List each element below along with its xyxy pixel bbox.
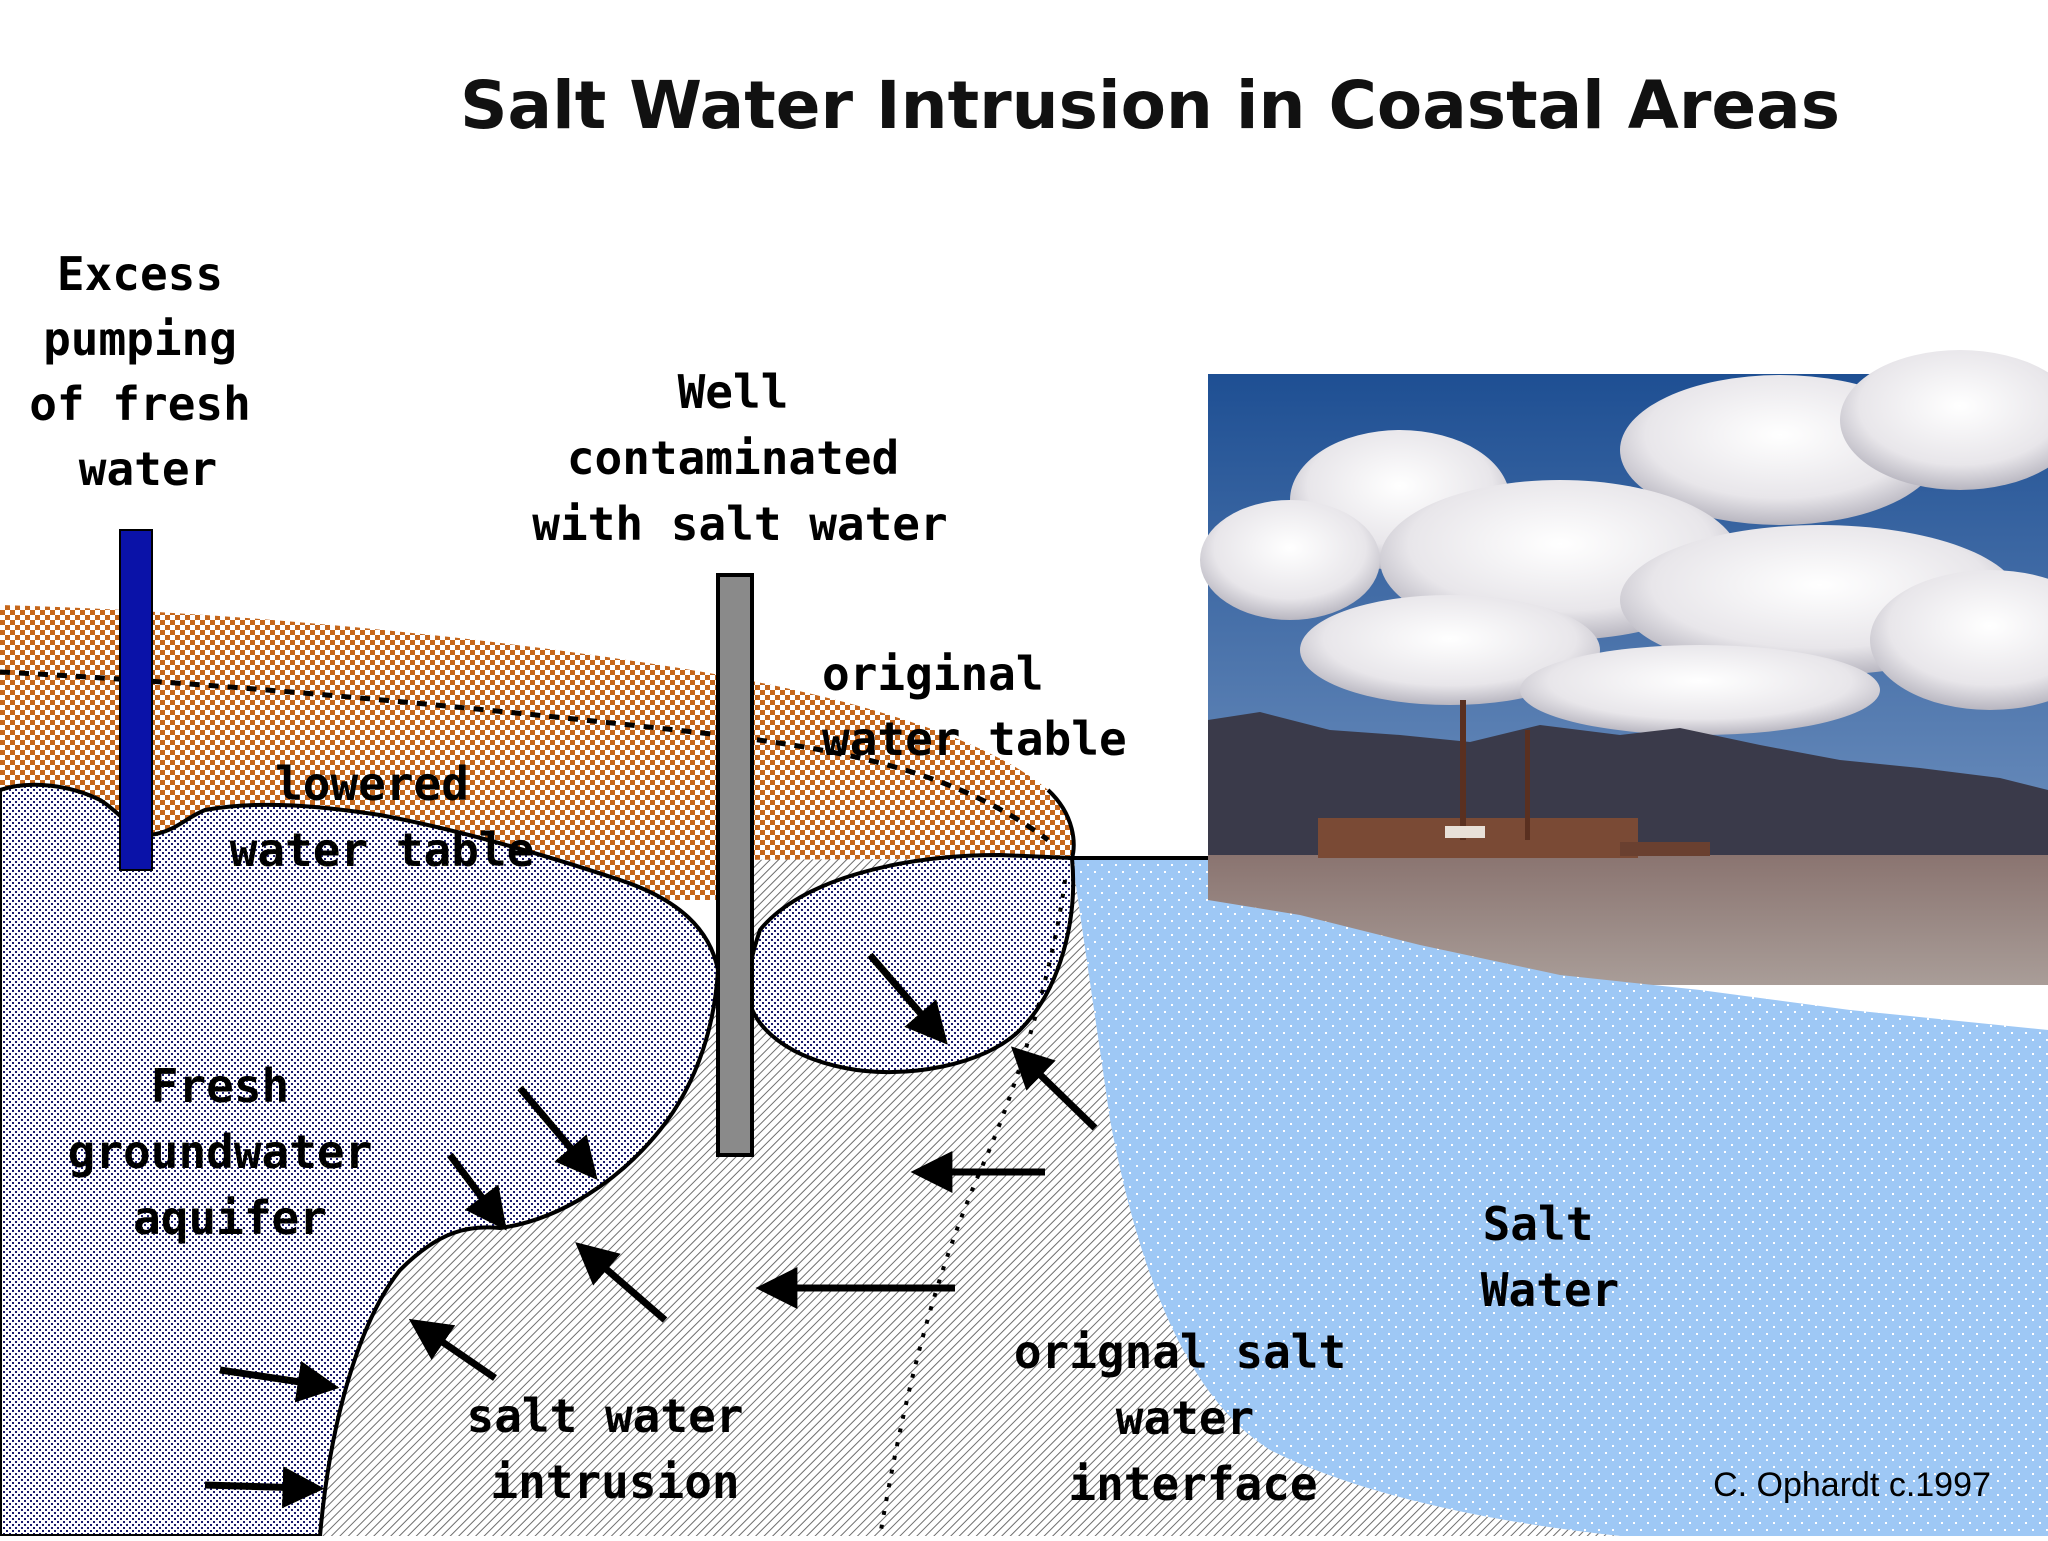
- diagram-title: Salt Water Intrusion in Coastal Areas: [460, 67, 1840, 144]
- original-water-table-line: [0, 669, 1050, 843]
- label-line: groundwater: [68, 1125, 373, 1179]
- credit: C. Ophardt c.1997: [1713, 1466, 1991, 1504]
- label-line: lowered: [275, 757, 469, 811]
- salt-intrusion-zone: [320, 858, 1620, 1536]
- label-line: water table: [822, 712, 1127, 766]
- salt-water-body: [1072, 858, 2048, 1536]
- coastline: [1046, 788, 1208, 860]
- label-line: orignal salt: [1014, 1325, 1346, 1379]
- flow-arrows: [204, 952, 1098, 1509]
- label-line: contaminated: [567, 431, 899, 485]
- label-line: with salt water: [532, 497, 947, 551]
- flow-arrow: [1010, 1046, 1098, 1131]
- flow-arrow: [517, 1085, 598, 1180]
- label-fresh-groundwater: Fresh groundwater aquifer: [68, 1059, 373, 1245]
- label-line: Fresh: [151, 1059, 289, 1113]
- photo-clouds: [1200, 350, 2048, 735]
- label-line: aquifer: [133, 1191, 327, 1245]
- photo-boats: [1318, 700, 1710, 858]
- flow-arrow: [867, 952, 948, 1045]
- label-salt-water-intrusion: salt water intrusion: [467, 1389, 744, 1509]
- flow-arrow: [408, 1318, 497, 1381]
- flow-arrow: [219, 1360, 340, 1403]
- label-excess-pumping: Excess pumping of fresh water: [29, 247, 251, 496]
- label-line: Water: [1481, 1263, 1619, 1317]
- coastal-photo: [1200, 350, 2048, 985]
- label-line: Salt: [1483, 1197, 1594, 1251]
- label-line: pumping: [43, 312, 237, 366]
- flow-arrow: [575, 1242, 668, 1323]
- label-line: water: [79, 442, 217, 496]
- label-line: intrusion: [490, 1455, 739, 1509]
- label-lowered-water-table: lowered water table: [230, 757, 535, 877]
- label-salt-water: Salt Water: [1481, 1197, 1619, 1317]
- contaminated-well: [716, 573, 754, 1157]
- label-line: salt water: [467, 1389, 744, 1443]
- label-line: water: [1116, 1391, 1254, 1445]
- flow-arrow: [447, 1152, 507, 1231]
- flow-arrow: [204, 1466, 325, 1509]
- label-original-interface: orignal salt water interface: [1014, 1325, 1346, 1511]
- label-original-water-table: original water table: [822, 647, 1127, 766]
- label-line: of fresh: [29, 377, 251, 431]
- label-line: Excess: [57, 247, 223, 301]
- label-line: Well: [678, 365, 789, 419]
- label-line: interface: [1068, 1457, 1317, 1511]
- label-line: water table: [230, 823, 535, 877]
- label-line: original: [822, 647, 1044, 701]
- pumping-well: [119, 529, 153, 871]
- label-well-contaminated: Well contaminated with salt water: [532, 365, 947, 551]
